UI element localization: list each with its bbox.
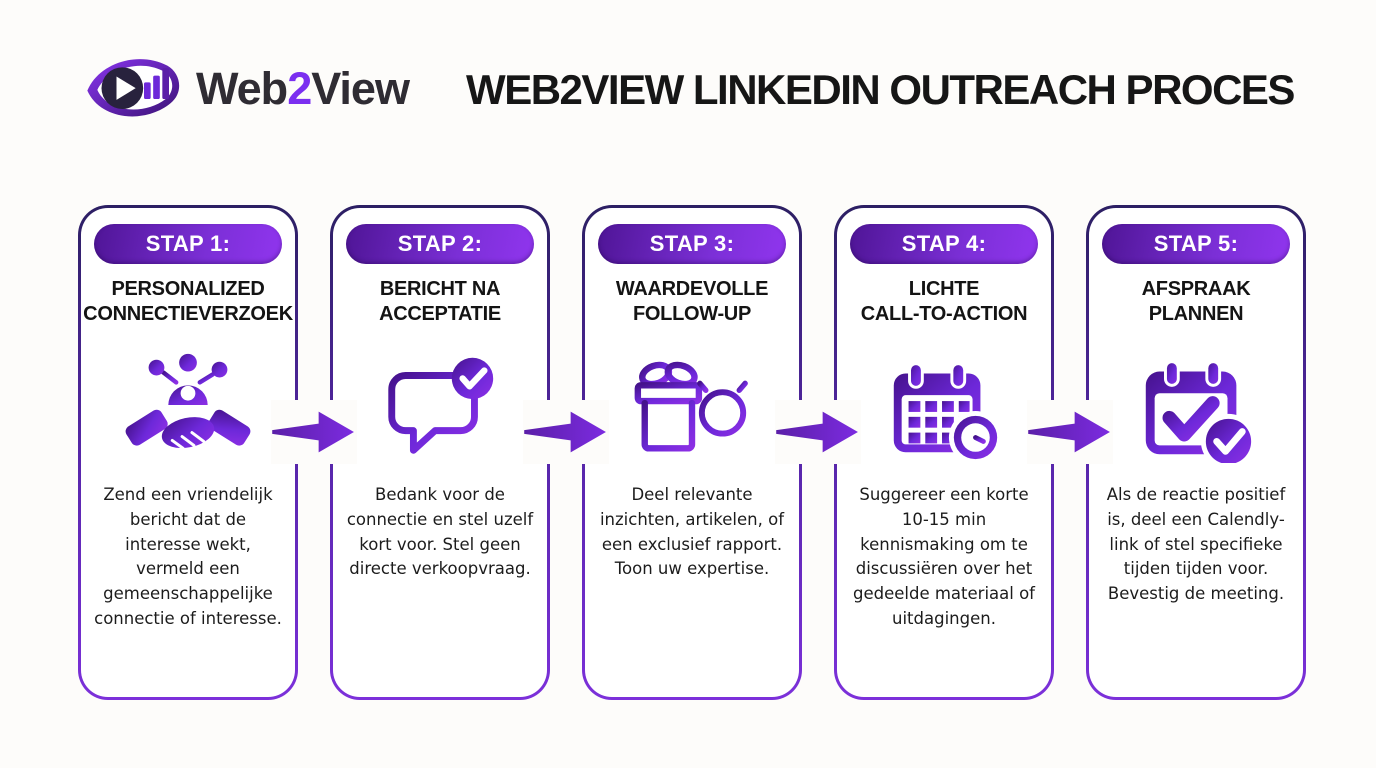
step-5-description: Als de reactie positief is, deel een Cal…	[1106, 485, 1286, 603]
web2view-eye-logo-icon	[87, 59, 180, 117]
web2view-logo: Web2View	[84, 50, 410, 128]
gift-lightbulb-icon	[634, 361, 748, 452]
step-1-description: Zend een vriendelijk bericht dat de inte…	[94, 485, 282, 628]
chat-check-icon	[388, 357, 494, 454]
arrow-step4-to-step5	[1027, 400, 1113, 464]
right-arrow-icon	[272, 411, 354, 453]
step-1-badge: STAP 1:	[94, 224, 282, 264]
step-card-3: STAP 3: WAARDEVOLLE FOLLOW-UP	[582, 205, 802, 700]
right-arrow-icon	[776, 411, 858, 453]
step-card-4: STAP 4: LICHTE CALL-TO-ACTION	[834, 205, 1054, 700]
step-2-description: Bedank voor de connectie en stel uzelf k…	[346, 485, 534, 579]
arrow-step1-to-step2	[271, 400, 357, 464]
step-5-title: AFSPRAAK PLANNEN	[1141, 278, 1251, 325]
page-title: WEB2VIEW LINKEDIN OUTREACH PROCES	[466, 66, 1295, 113]
step-card-1: STAP 1: PERSONALIZED CONNECTIEVERZOEK	[78, 205, 298, 700]
step-1-title: PERSONALIZED CONNECTIEVERZOEK	[83, 278, 293, 325]
step-2-badge: STAP 2:	[346, 224, 534, 264]
step-4-description: Suggereer een korte 10-15 min kennismaki…	[853, 485, 1035, 628]
step-card-2: STAP 2: BERICHT NA ACCEPTATIE Bedank voo…	[330, 205, 550, 700]
step-3-description: Deel relevante inzichten, artikelen, of …	[599, 485, 785, 579]
step-5-badge: STAP 5:	[1102, 224, 1290, 264]
calendar-check-icon	[1145, 360, 1257, 463]
step-card-5: STAP 5: AFSPRAAK PLANNEN Als de reactie …	[1086, 205, 1306, 700]
handshake-network-icon	[125, 353, 251, 450]
step-2-title: BERICHT NA ACCEPTATIE	[379, 278, 501, 325]
right-arrow-icon	[1028, 411, 1110, 453]
step-3-title: WAARDEVOLLE FOLLOW-UP	[615, 278, 769, 325]
step-4-title: LICHTE CALL-TO-ACTION	[860, 278, 1028, 325]
step-4-badge: STAP 4:	[850, 224, 1038, 264]
arrow-step3-to-step4	[775, 400, 861, 464]
arrow-step2-to-step3	[523, 400, 609, 464]
step-3-badge: STAP 3:	[598, 224, 786, 264]
logo-text-2: 2	[287, 63, 312, 114]
process-steps-row: STAP 1: PERSONALIZED CONNECTIEVERZOEK	[78, 205, 1306, 700]
logo-text-web: Web	[196, 63, 288, 114]
right-arrow-icon	[524, 411, 606, 453]
logo-wordmark: Web2View	[196, 63, 410, 115]
logo-text-view: View	[311, 63, 410, 114]
calendar-clock-icon	[893, 362, 1003, 463]
